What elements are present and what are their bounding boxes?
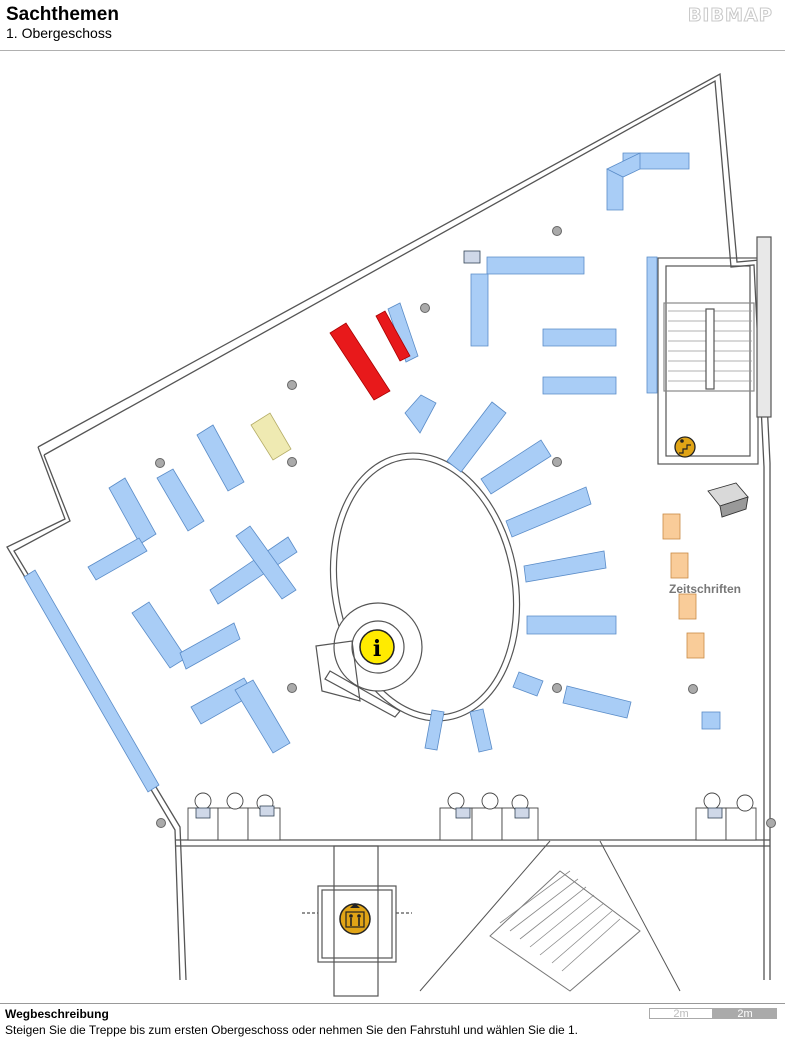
stairs-person-icon[interactable] (674, 436, 696, 458)
copier-icon[interactable] (707, 482, 749, 518)
elevator-icon[interactable] (339, 903, 371, 935)
computer-icon[interactable] (195, 250, 723, 819)
scale-bar: 2m 2m (649, 1008, 777, 1020)
brand-logo: BIBMAP (687, 5, 773, 27)
reading-area (250, 412, 292, 461)
scale-right: 2m (713, 1008, 777, 1020)
floor-label: 1. Obergeschoss (6, 25, 112, 41)
directions-heading: Wegbeschreibung (5, 1007, 109, 1021)
workstation-row-right (695, 792, 757, 841)
header: Sachthemen 1. Obergeschoss BIBMAP (0, 0, 785, 51)
info-icon[interactable]: i (359, 629, 395, 665)
shelves (23, 152, 721, 793)
elevator-shaft (302, 845, 412, 997)
pillars (155, 226, 776, 828)
workstation-row-center (439, 792, 539, 841)
page-title: Sachthemen (6, 4, 119, 25)
stairwell-bottom (419, 840, 681, 992)
outer-walls (6, 72, 771, 981)
scale-left: 2m (649, 1008, 713, 1020)
directions-text: Steigen Sie die Treppe bis zum ersten Ob… (5, 1023, 579, 1037)
stairwell-right (657, 236, 772, 465)
periodicals-label: Zeitschriften (669, 582, 741, 596)
periodical-shelves (662, 513, 705, 659)
footer: Wegbeschreibung Steigen Sie die Treppe b… (0, 1003, 785, 1044)
svg-text:i: i (373, 636, 381, 662)
floor-plan-map[interactable]: Zeitschriften i (0, 51, 785, 1003)
highlighted-shelves (329, 310, 411, 401)
